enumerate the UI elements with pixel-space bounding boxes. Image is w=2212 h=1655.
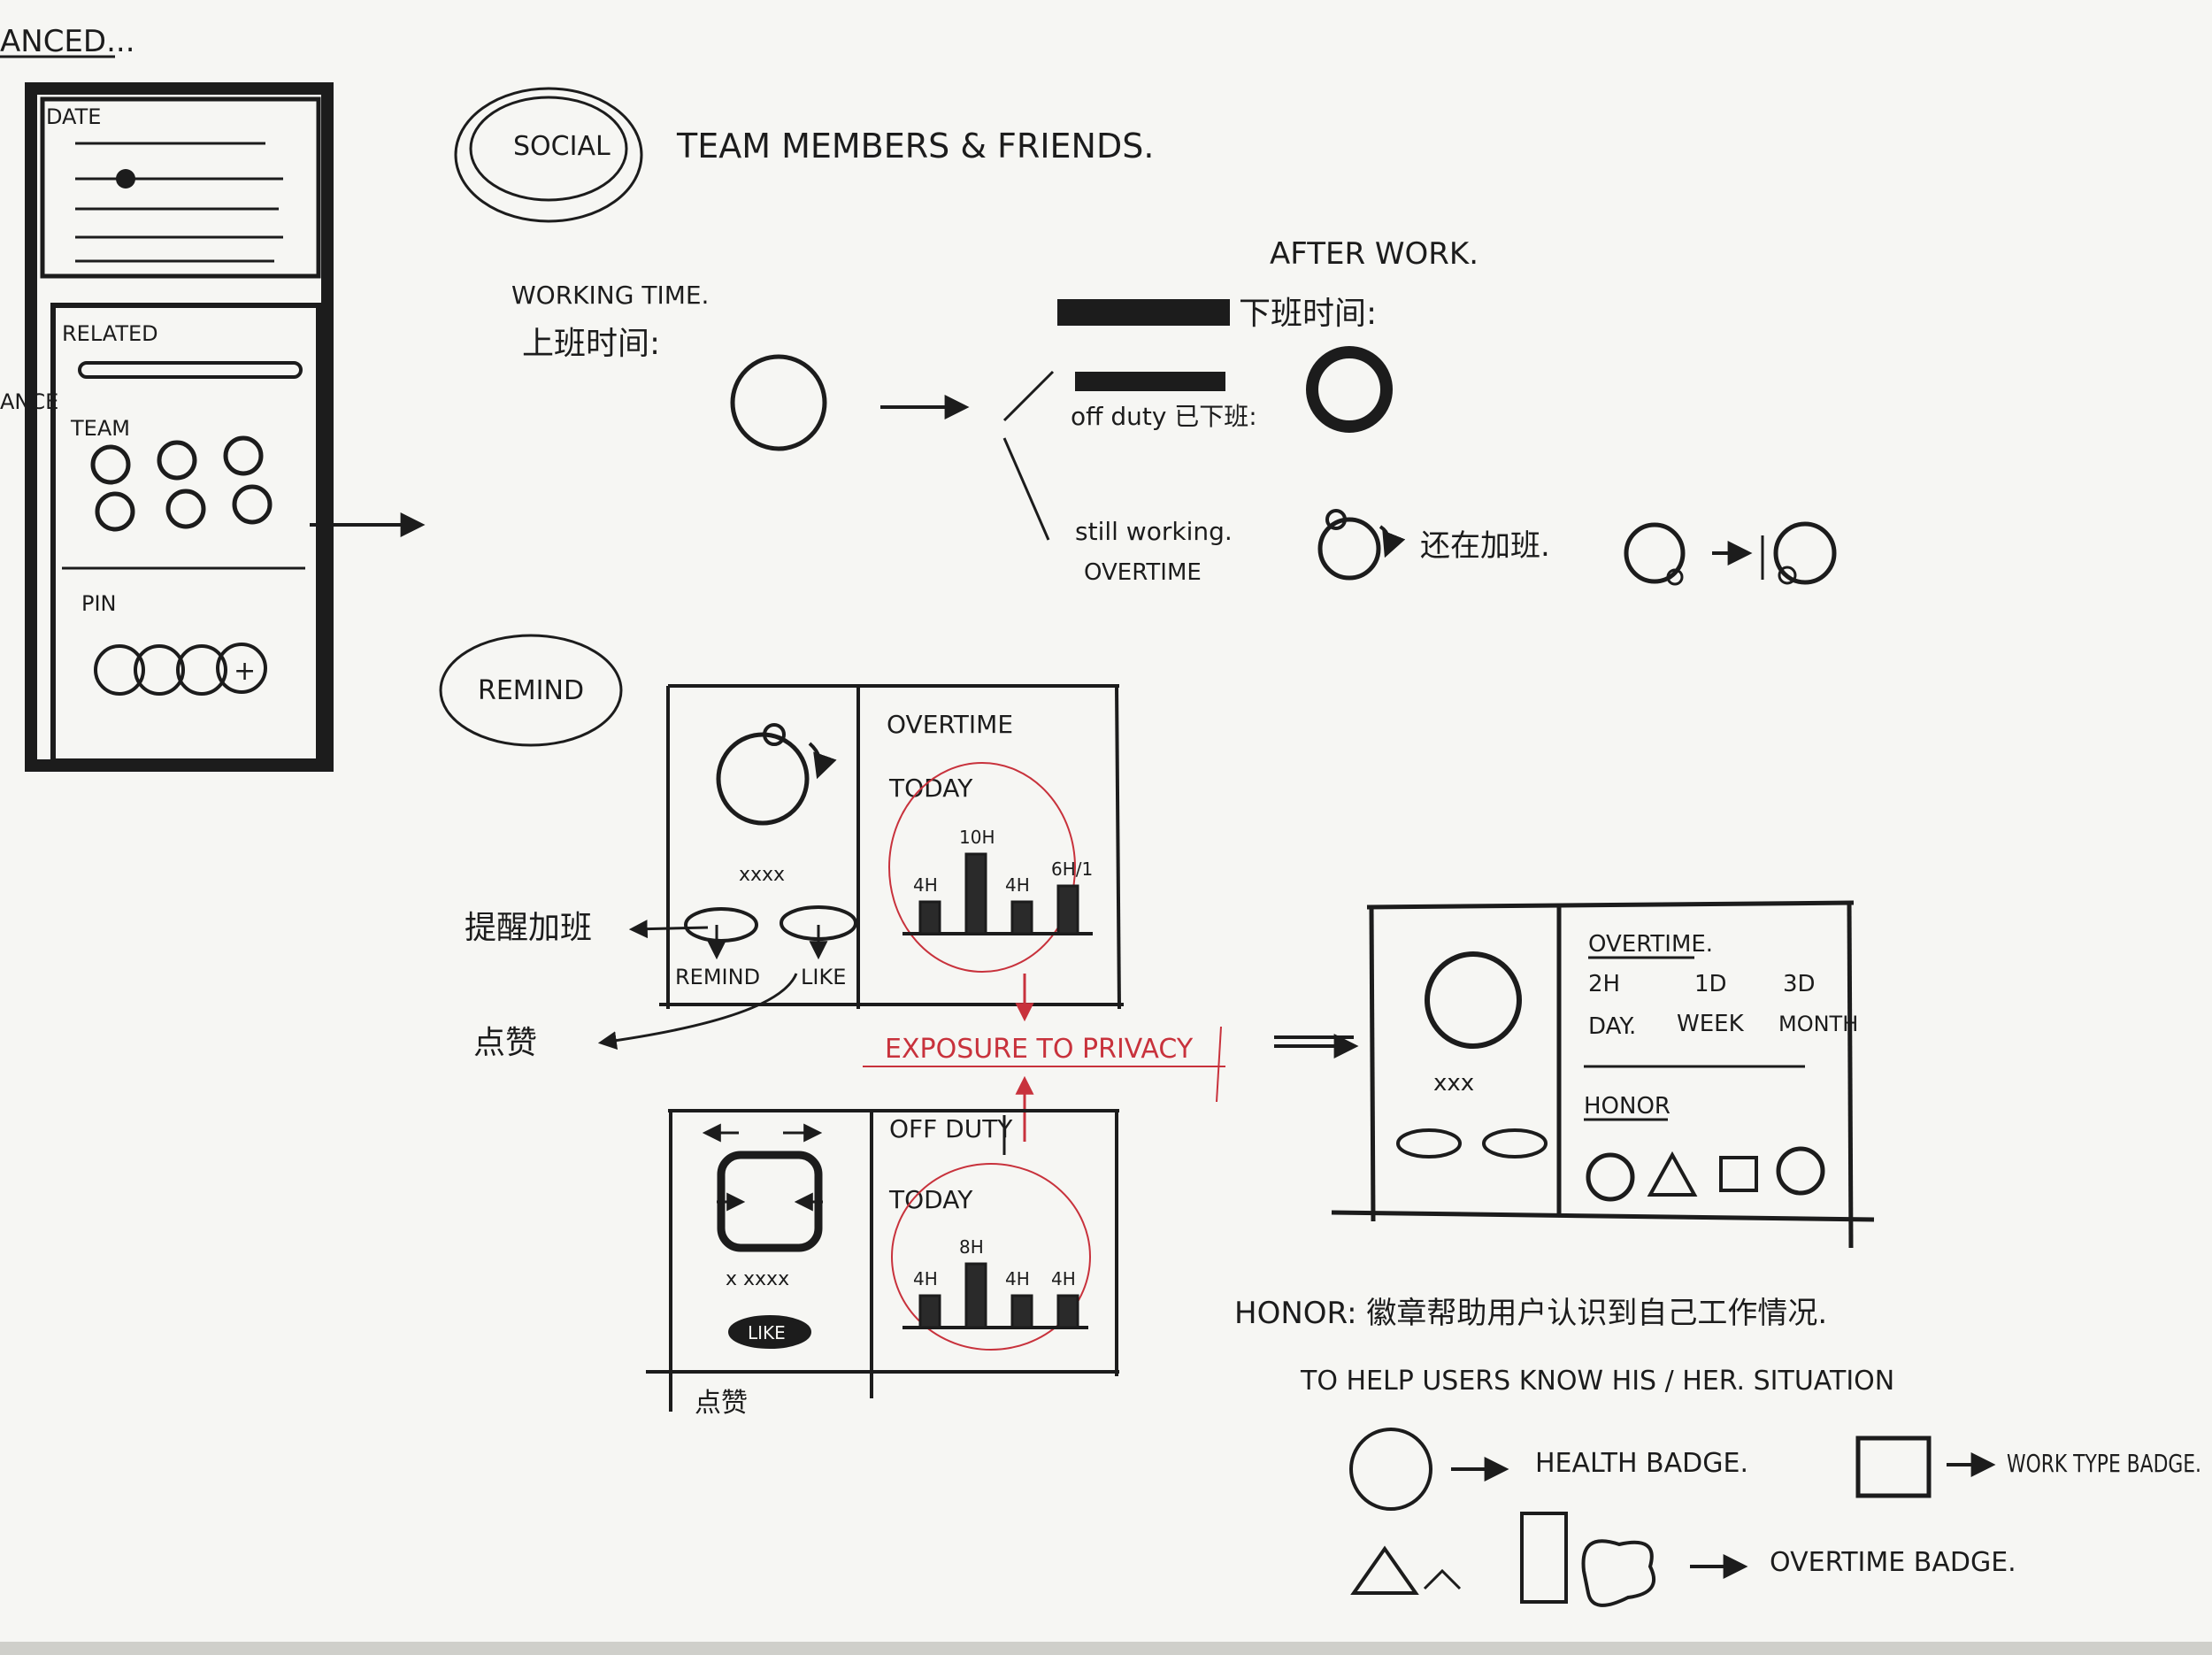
overtime-label: OVERTIME — [1084, 559, 1202, 586]
chart1-bar-label: 6H/1 — [1051, 858, 1093, 880]
overtime-badge-icon — [1650, 1155, 1694, 1195]
work-type-badge-label: WORK TYPE BADGE. — [2007, 1449, 2201, 1478]
chart1-bar — [920, 902, 940, 934]
team-avatar — [159, 443, 195, 478]
badge-icon — [1778, 1149, 1823, 1193]
chart2-bar — [1012, 1296, 1032, 1328]
honor-title: HONOR — [1584, 1093, 1671, 1120]
overtime-badge-icon — [1584, 1541, 1655, 1605]
still-working-label: still working. — [1075, 517, 1233, 546]
chart2-bar-label: 8H — [959, 1236, 984, 1258]
overtime-badge-icon — [1354, 1549, 1416, 1593]
working-time-en: WORKING TIME. — [511, 281, 709, 310]
related-label: RELATED — [62, 321, 158, 346]
profile-action-button[interactable] — [1398, 1130, 1460, 1157]
chart1-bar — [966, 854, 986, 934]
health-badge-icon — [1588, 1155, 1632, 1199]
after-work-title: AFTER WORK. — [1270, 236, 1479, 272]
remind-button-label: REMIND — [675, 965, 760, 989]
chart2-bar — [966, 1264, 986, 1328]
chart1-bar-label: 10H — [959, 827, 995, 848]
stat-month-label: MONTH — [1778, 1012, 1858, 1036]
like-button-label: LIKE — [801, 965, 846, 989]
team-avatar — [234, 487, 270, 522]
chart2-bar-label: 4H — [1005, 1268, 1030, 1289]
add-pin-icon: + — [234, 656, 256, 687]
stat-day-value: 2H — [1588, 971, 1620, 997]
team-avatar — [226, 438, 261, 473]
user-avatar — [718, 735, 807, 823]
honor-note-zh: HONOR: 徽章帮助用户认识到自己工作情况. — [1234, 1296, 1827, 1331]
overtime-badge-label: OVERTIME BADGE. — [1770, 1547, 2016, 1578]
user-name: xxxx — [739, 864, 785, 886]
remind-label: REMIND — [478, 675, 584, 706]
chart1-bar-label: 4H — [913, 874, 938, 896]
after-work-zh-time: 下班时间: — [1239, 296, 1377, 332]
chart2-bar — [1058, 1296, 1078, 1328]
chart1-bar-label: 4H — [1005, 874, 1030, 896]
date-label: DATE — [46, 104, 101, 129]
chart2-xlabel: TODAY — [888, 1185, 973, 1214]
overtime-icon-frame-1 — [1626, 525, 1683, 581]
scribbled-text — [1075, 372, 1225, 391]
stat-week-value: 1D — [1694, 971, 1727, 997]
health-badge-label: HEALTH BADGE. — [1535, 1448, 1748, 1479]
chart1-xlabel: TODAY — [888, 774, 973, 803]
stat-week-label: WEEK — [1677, 1011, 1745, 1037]
overtime-status-icon — [1320, 520, 1379, 578]
profile-avatar — [1427, 954, 1519, 1046]
privacy-note: EXPOSURE TO PRIVACY — [885, 1034, 1194, 1065]
overtime-badge-icon — [1522, 1513, 1566, 1602]
work-type-badge-icon — [1721, 1158, 1756, 1190]
like-button-label: LIKE — [748, 1322, 786, 1343]
chart1-bar — [1012, 902, 1032, 934]
profile-name: xxx — [1433, 1070, 1474, 1097]
social-description: TEAM MEMBERS & FRIENDS. — [676, 127, 1154, 166]
chart2-bar — [920, 1296, 940, 1328]
card2-note: 点赞 — [695, 1388, 748, 1419]
note-like: 点赞 — [473, 1025, 537, 1061]
remind-button[interactable] — [686, 909, 757, 941]
off-duty-status-icon — [1312, 352, 1386, 427]
chart2-bar-label: 4H — [1051, 1268, 1076, 1289]
stat-day-label: DAY. — [1588, 1013, 1636, 1040]
paper-edge — [0, 1642, 2212, 1655]
timeline-dot — [116, 169, 135, 189]
profile-action-button[interactable] — [1484, 1130, 1546, 1157]
stat-month-value: 3D — [1783, 971, 1816, 997]
team-label: TEAM — [70, 416, 130, 441]
off-duty-label: off duty 已下班: — [1071, 402, 1257, 431]
overtime-icon-frame-2 — [1776, 524, 1834, 582]
team-avatars — [93, 438, 270, 529]
scribbled-text — [1057, 299, 1230, 326]
chart1-title: OVERTIME — [887, 710, 1013, 739]
remind-card-overtime: xxxx REMIND LIKE OVERTIME TODAY 4H 10H 4H 6… — [659, 686, 1124, 1009]
team-avatar — [93, 447, 128, 482]
header-title: ANCED... — [0, 24, 135, 59]
team-avatar — [168, 491, 204, 527]
chart1-bar — [1058, 886, 1078, 934]
work-type-badge-icon — [1858, 1438, 1929, 1496]
profile-overtime-title: OVERTIME. — [1588, 931, 1713, 958]
note-remind: 提醒加班 — [465, 910, 592, 946]
related-search-bar — [80, 363, 301, 377]
social-label: SOCIAL — [513, 131, 611, 162]
chart2-title: OFF DUTY — [889, 1114, 1013, 1143]
working-status-icon — [733, 357, 825, 449]
pin-label: PIN — [81, 591, 117, 616]
team-avatar — [97, 494, 133, 529]
prev-page-fragment: ANCE — [0, 389, 58, 414]
profile-card: xxx OVERTIME. 2H 1D 3D DAY. WEEK MONTH H… — [1332, 903, 1874, 1248]
honor-note-en: TO HELP USERS KNOW HIS / HER. SITUATION — [1300, 1366, 1894, 1397]
remind-card-off-duty: x xxxx LIKE 点赞 OFF DUTY TODAY 4H 8H 4H 4H — [646, 1111, 1119, 1419]
health-badge-icon — [1351, 1429, 1431, 1509]
user-name: x xxxx — [726, 1268, 789, 1290]
chart2-bar-label: 4H — [913, 1268, 938, 1289]
overtime-zh: 还在加班. — [1420, 528, 1550, 564]
working-time-zh: 上班时间: — [522, 326, 660, 362]
left-phone-sketch: DATE RELATED ANCE TEAM PIN + — [0, 89, 327, 766]
